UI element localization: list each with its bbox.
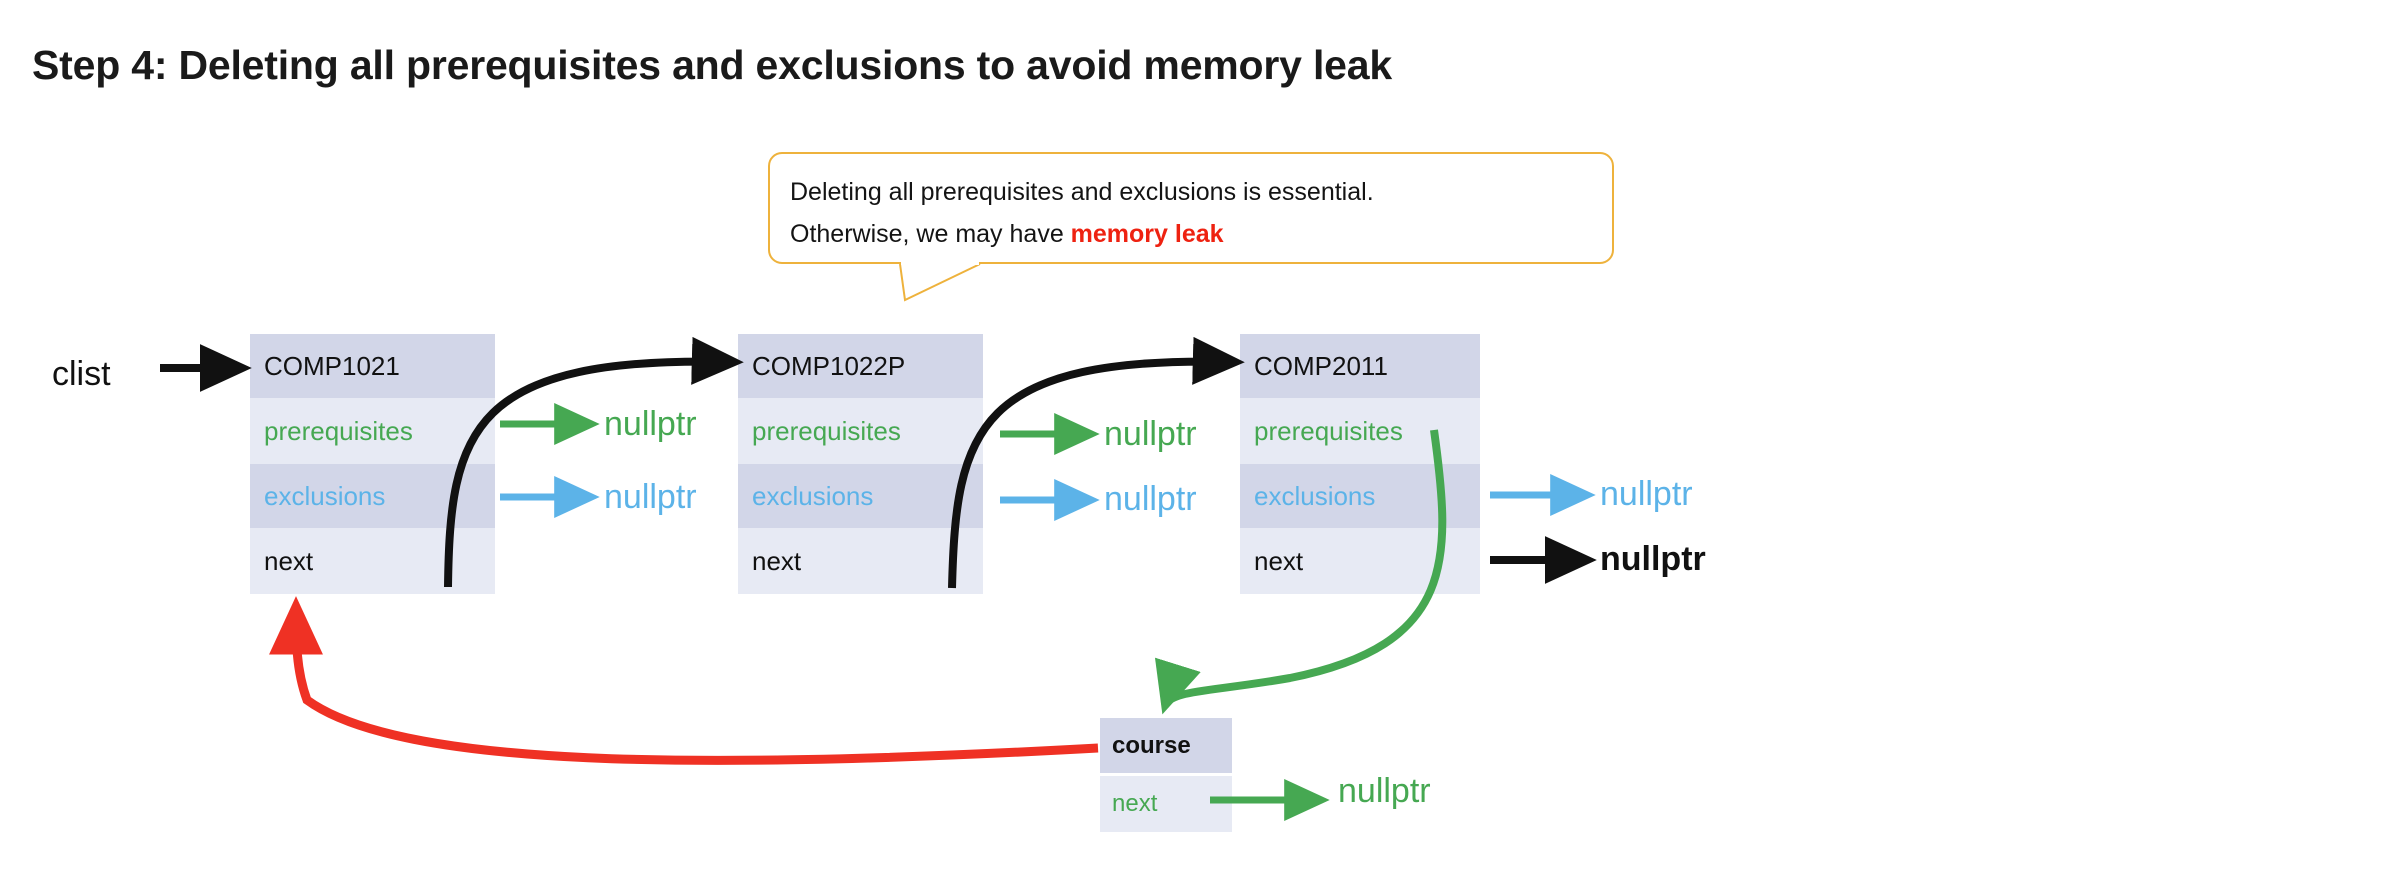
node-comp2011-title: COMP2011 bbox=[1240, 334, 1480, 398]
nullptr-label-node3-exclusions: nullptr bbox=[1600, 475, 1693, 513]
node-course-field-next: next bbox=[1100, 776, 1232, 832]
node-course: course next bbox=[1100, 718, 1232, 832]
nullptr-label-node3-next: nullptr bbox=[1600, 540, 1706, 578]
page-title: Step 4: Deleting all prerequisites and e… bbox=[32, 42, 1392, 88]
node-comp1021-field-exclusions: exclusions bbox=[250, 464, 495, 528]
node-course-title: course bbox=[1100, 718, 1232, 773]
callout-line-1: Deleting all prerequisites and exclusion… bbox=[790, 178, 1374, 206]
node-comp1021-title: COMP1021 bbox=[250, 334, 495, 398]
arrow-course-to-node1-next bbox=[269, 596, 1099, 765]
node-comp2011: COMP2011 prerequisites exclusions next bbox=[1240, 334, 1480, 594]
node-comp2011-field-exclusions: exclusions bbox=[1240, 464, 1480, 528]
node-comp1022p-field-next: next bbox=[738, 528, 983, 594]
node-comp1021-field-prerequisites: prerequisites bbox=[250, 398, 495, 464]
nullptr-label-node2-exclusions: nullptr bbox=[1104, 480, 1197, 518]
arrow-node2-next-to-node3 bbox=[948, 336, 1245, 589]
node-comp1022p-title: COMP1022P bbox=[738, 334, 983, 398]
node-comp1021: COMP1021 prerequisites exclusions next bbox=[250, 334, 495, 594]
callout-tail bbox=[899, 263, 981, 302]
node-comp2011-field-prerequisites: prerequisites bbox=[1240, 398, 1480, 464]
nullptr-label-course-next: nullptr bbox=[1338, 772, 1431, 810]
clist-label: clist bbox=[52, 355, 111, 393]
callout-text: Deleting all prerequisites and exclusion… bbox=[790, 171, 1600, 255]
nullptr-label-node1-prerequisites: nullptr bbox=[604, 405, 697, 443]
callout-box: Deleting all prerequisites and exclusion… bbox=[768, 152, 1614, 264]
node-comp1021-field-next: next bbox=[250, 528, 495, 594]
node-comp1022p-field-exclusions: exclusions bbox=[738, 464, 983, 528]
callout-line-2: Otherwise, we may have memory leak bbox=[790, 213, 1600, 255]
node-comp1022p: COMP1022P prerequisites exclusions next bbox=[738, 334, 983, 594]
nullptr-label-node2-prerequisites: nullptr bbox=[1104, 415, 1197, 453]
node-comp2011-field-next: next bbox=[1240, 528, 1480, 594]
callout-highlight-memory-leak: memory leak bbox=[1070, 220, 1224, 248]
nullptr-label-node1-exclusions: nullptr bbox=[604, 478, 697, 516]
callout-line-2-prefix: Otherwise, we may have bbox=[790, 220, 1071, 248]
node-comp1022p-field-prerequisites: prerequisites bbox=[738, 398, 983, 464]
